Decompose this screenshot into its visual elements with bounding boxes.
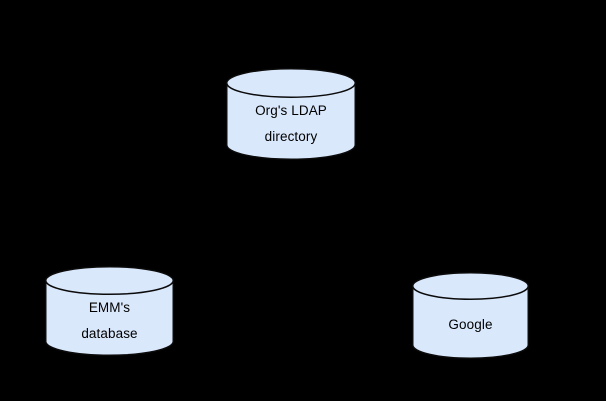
database-cylinder-icon: [412, 272, 529, 359]
node-ldap-directory[interactable]: Org's LDAP directory: [226, 68, 356, 160]
database-cylinder-icon: [45, 266, 174, 356]
node-google[interactable]: Google: [412, 272, 529, 359]
database-cylinder-icon: [226, 68, 356, 160]
node-emm-database[interactable]: EMM's database: [45, 266, 174, 356]
